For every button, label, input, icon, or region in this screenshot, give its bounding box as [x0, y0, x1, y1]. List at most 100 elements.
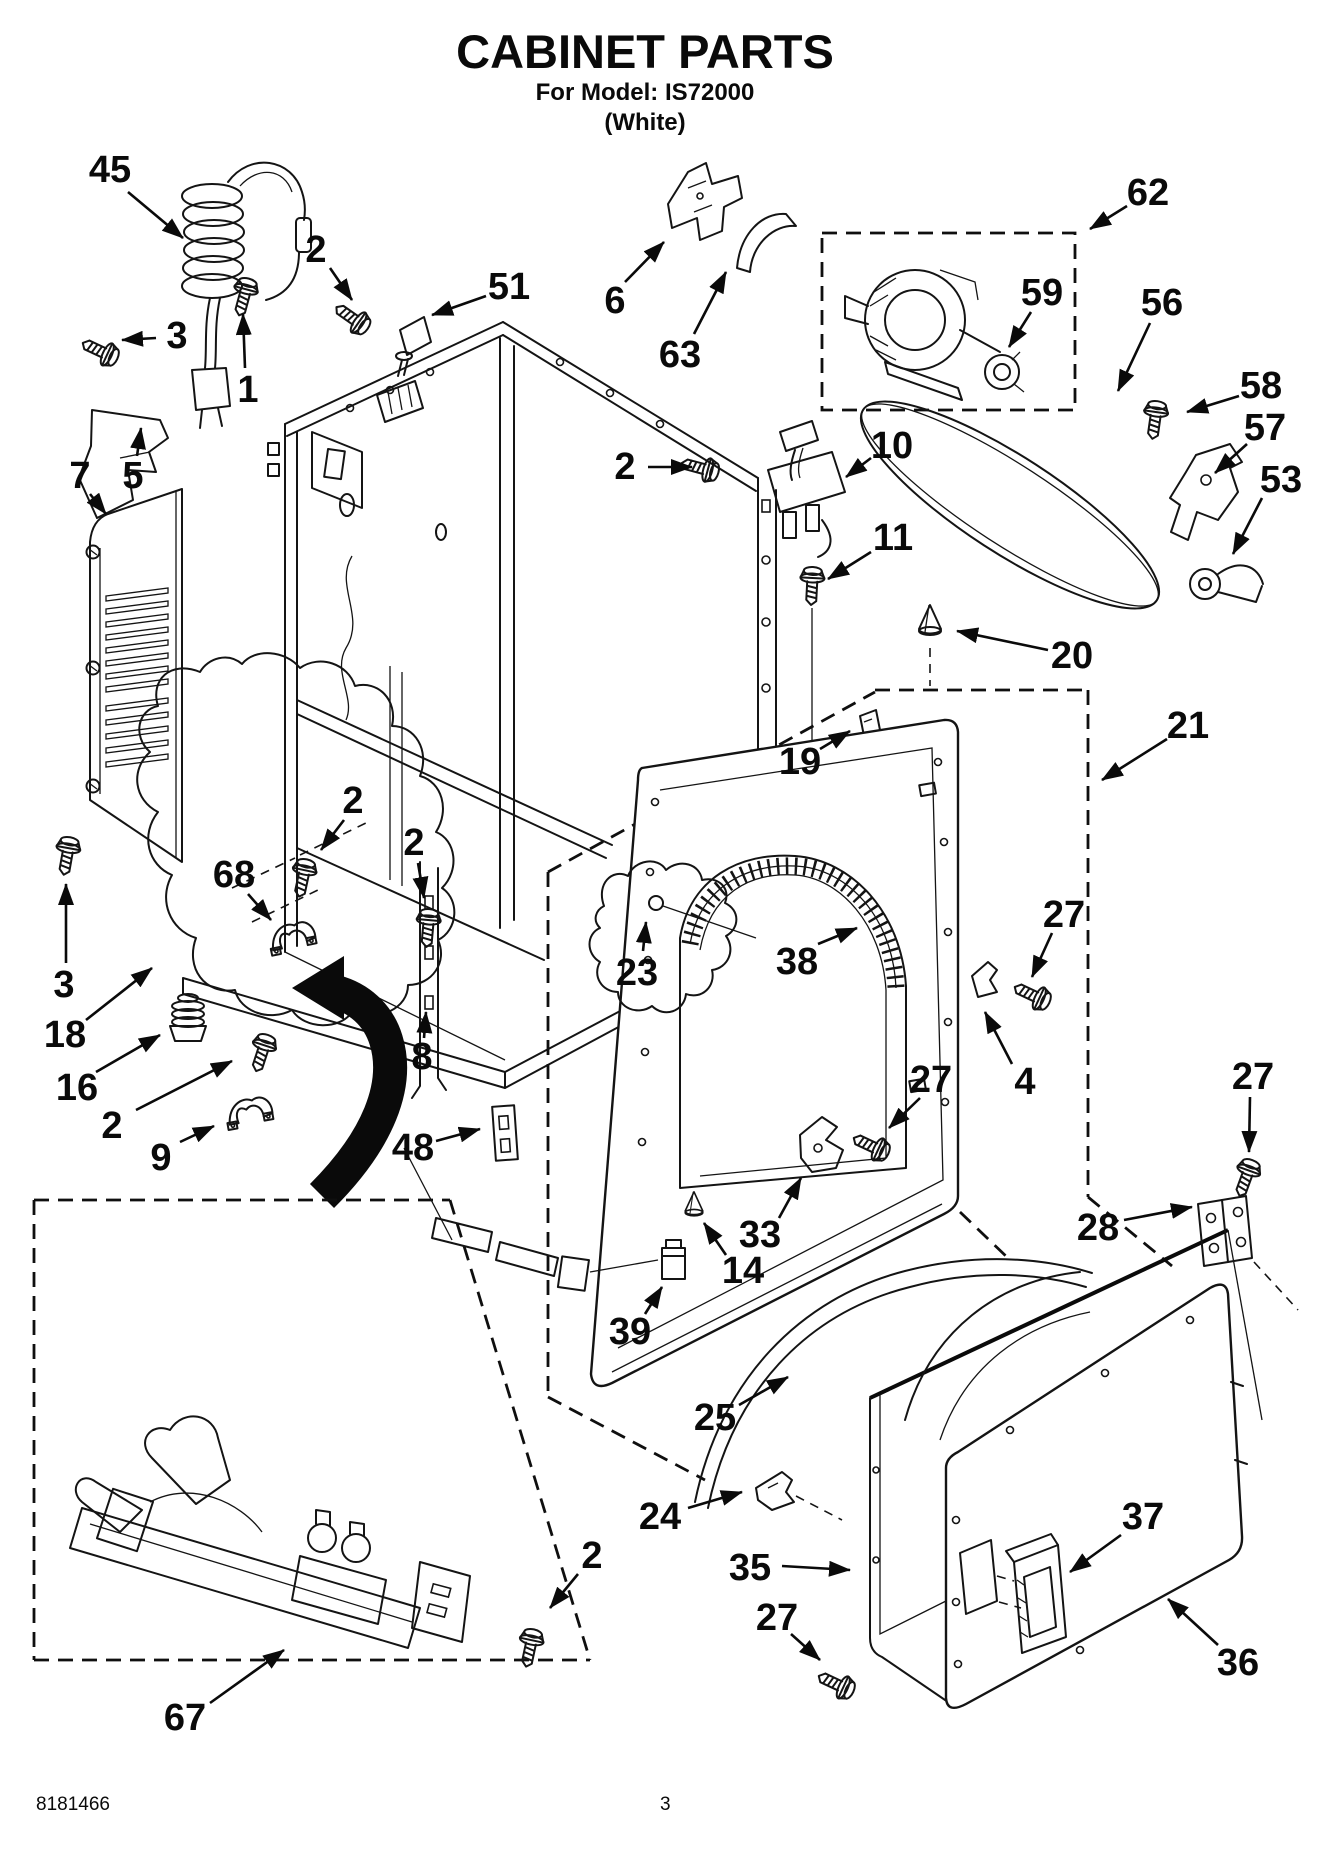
part-callout-21: 21	[1167, 705, 1209, 747]
callout-arrow-53	[1231, 497, 1264, 555]
leveling-foot-16	[169, 993, 207, 1042]
callout-arrow-2	[328, 267, 354, 301]
callout-arrow-4	[983, 1011, 1014, 1065]
belt-56	[859, 400, 1161, 610]
callout-arrow-8	[416, 1011, 433, 1039]
callout-arrow-6	[624, 241, 665, 283]
part-callout-28: 28	[1077, 1207, 1119, 1249]
part-callout-2: 2	[101, 1105, 122, 1147]
callout-arrow-27	[1241, 1096, 1258, 1153]
part-callout-2: 2	[614, 446, 635, 488]
callout-arrow-67	[209, 1648, 285, 1705]
part-callout-63: 63	[659, 334, 701, 376]
front-panel-enclosure-dash	[546, 688, 1173, 1482]
callout-arrow-19	[819, 729, 851, 751]
inner-door-35	[869, 1228, 1263, 1703]
callout-arrow-23	[635, 921, 652, 952]
part-callout-59: 59	[1021, 272, 1063, 314]
part-callout-3: 3	[53, 964, 74, 1006]
plate-48	[491, 1104, 519, 1162]
callout-arrow-45	[127, 191, 184, 239]
part-callout-4: 4	[1014, 1061, 1035, 1103]
callout-arrow-16	[95, 1033, 161, 1074]
callout-arrow-10	[845, 456, 872, 479]
front-panel-21	[589, 718, 960, 1388]
callout-arrow-18	[85, 966, 153, 1022]
callout-arrow-14	[702, 1222, 728, 1256]
part-callout-19: 19	[779, 741, 821, 783]
hinge-28	[1197, 1195, 1299, 1311]
callout-arrow-27	[888, 1097, 921, 1129]
callout-arrow-59	[1007, 311, 1033, 348]
callout-arrow-48	[435, 1126, 481, 1143]
clip-24	[755, 1471, 843, 1521]
part-callout-10: 10	[871, 425, 913, 467]
part-callout-1: 1	[237, 369, 258, 411]
pulley-59	[984, 351, 1025, 393]
part-callout-5: 5	[122, 455, 143, 497]
callout-arrow-27	[1030, 932, 1054, 978]
part-callout-14: 14	[722, 1250, 764, 1292]
terminal-block-10	[767, 420, 846, 558]
burner-box-dash	[32, 1198, 592, 1662]
part-callout-51: 51	[488, 266, 530, 308]
part-callout-6: 6	[604, 280, 625, 322]
part-callout-27: 27	[1232, 1056, 1274, 1098]
callout-arrow-7	[86, 492, 108, 515]
part-callout-39: 39	[609, 1311, 651, 1353]
part-callout-68: 68	[213, 854, 255, 896]
clip-39	[556, 1239, 686, 1292]
part-callout-27: 27	[756, 1597, 798, 1639]
callout-arrow-25	[738, 1375, 789, 1407]
callout-arrow-2	[319, 819, 346, 851]
clip-51	[395, 316, 432, 377]
callout-arrow-2	[412, 862, 429, 899]
part-callout-7: 7	[69, 455, 90, 497]
part-callout-2: 2	[342, 780, 363, 822]
part-callout-11: 11	[873, 517, 913, 559]
part-callout-48: 48	[392, 1127, 434, 1169]
part-callout-38: 38	[776, 941, 818, 983]
door-gasket-25	[694, 1258, 1093, 1509]
callout-arrow-24	[687, 1490, 743, 1510]
callout-arrow-2	[135, 1059, 233, 1112]
part-callout-24: 24	[639, 1496, 681, 1538]
callout-arrow-37	[1069, 1533, 1122, 1574]
callout-arrow-21	[1101, 737, 1168, 782]
callout-arrow-39	[643, 1286, 664, 1315]
part-callout-35: 35	[729, 1547, 771, 1589]
part-callout-2: 2	[403, 822, 424, 864]
door-handle-37	[1005, 1533, 1067, 1654]
callout-arrow-57	[1214, 443, 1248, 474]
latch-33	[799, 1116, 844, 1173]
callout-arrow-56	[1116, 322, 1152, 392]
motor	[844, 269, 1001, 401]
callout-arrow-28	[1123, 1203, 1193, 1222]
callout-arrow-68	[247, 893, 272, 921]
callout-arrow-36	[1167, 1598, 1219, 1646]
callout-arrow-5	[130, 427, 146, 457]
part-callout-18: 18	[44, 1014, 86, 1056]
burner-assembly-67	[69, 1147, 559, 1649]
part-callout-16: 16	[56, 1067, 98, 1109]
callout-arrow-58	[1186, 394, 1240, 414]
callout-arrow-2	[548, 1573, 580, 1609]
part-callout-53: 53	[1260, 459, 1302, 501]
bracket-57	[1169, 443, 1243, 541]
part-callout-23: 23	[616, 952, 658, 994]
idler-53	[1189, 564, 1264, 603]
part-callout-9: 9	[150, 1137, 171, 1179]
callout-arrow-62	[1089, 204, 1128, 231]
catch-4	[971, 961, 998, 998]
felt-seal-23	[588, 860, 757, 1014]
callout-arrow-38	[817, 926, 858, 946]
part-callout-33: 33	[739, 1214, 781, 1256]
part-callout-45: 45	[89, 149, 131, 191]
callout-arrow-11	[827, 550, 872, 581]
part-callout-25: 25	[694, 1397, 736, 1439]
outer-door-36	[944, 1283, 1248, 1710]
callout-arrow-9	[179, 1124, 215, 1144]
part-callout-62: 62	[1127, 172, 1169, 214]
